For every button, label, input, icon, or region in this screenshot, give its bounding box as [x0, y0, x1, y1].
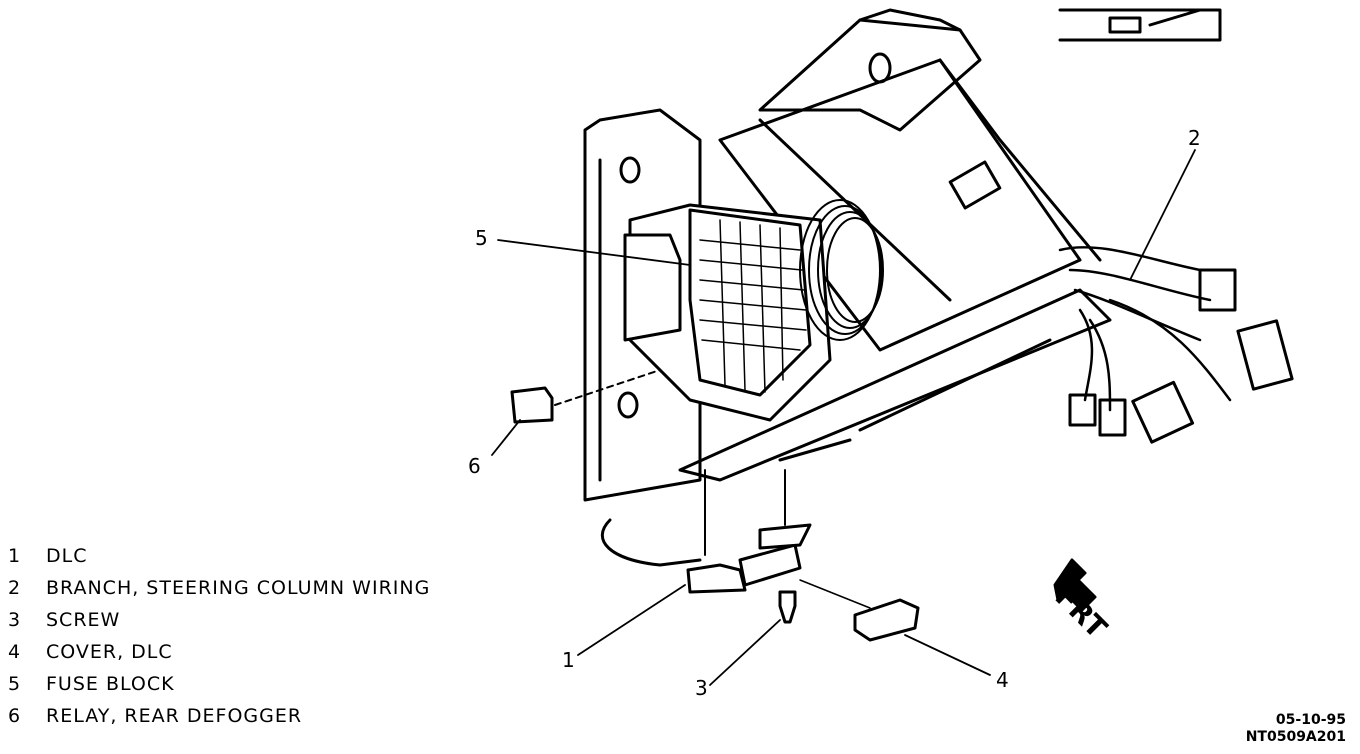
connector-e — [1198, 268, 1237, 312]
leader-1 — [577, 584, 686, 656]
legend-label: SCREW — [46, 609, 121, 631]
callout-5: 5 — [475, 226, 488, 250]
figure-stamp: 05-10-95 NT0509A201 — [1246, 712, 1346, 746]
legend-item: 1 DLC — [8, 540, 430, 572]
connector-c — [1068, 393, 1097, 427]
relay-rear-defogger — [510, 386, 554, 424]
legend-item: 5 FUSE BLOCK — [8, 668, 430, 700]
legend-number: 5 — [8, 673, 22, 695]
dlc-connector — [686, 563, 747, 594]
legend-item: 2 BRANCH, STEERING COLUMN WIRING — [8, 572, 430, 604]
legend-label: DLC — [46, 545, 88, 567]
leader-2 — [1129, 149, 1196, 281]
connector-b — [1131, 380, 1195, 444]
dlc-cable — [600, 518, 702, 567]
plate-hole-bottom — [617, 391, 639, 419]
legend-number: 1 — [8, 545, 22, 567]
upper-bracket-edge — [858, 8, 962, 32]
plate-hole-top — [619, 156, 641, 184]
parts-legend: 1 DLC 2 BRANCH, STEERING COLUMN WIRING 3… — [8, 540, 430, 732]
legend-item: 3 SCREW — [8, 604, 430, 636]
leader-6 — [491, 419, 521, 456]
dlc-cover — [853, 598, 920, 642]
stamp-date: 05-10-95 — [1275, 712, 1346, 728]
direction-arrow — [1053, 558, 1097, 612]
mounting-plate — [583, 108, 702, 502]
legend-item: 4 COVER, DLC — [8, 636, 430, 668]
callout-3: 3 — [695, 676, 708, 700]
dlc-latch — [738, 543, 802, 587]
callout-4: 4 — [996, 668, 1009, 692]
legend-label: RELAY, REAR DEFOGGER — [46, 705, 303, 727]
leader-3 — [709, 619, 781, 686]
harness-coil — [799, 199, 884, 341]
callout-2: 2 — [1188, 126, 1201, 150]
stamp-code: NT0509A201 — [1245, 729, 1346, 745]
connector-a — [1236, 319, 1294, 391]
top-slot — [1108, 16, 1142, 34]
legend-number: 2 — [8, 577, 22, 599]
legend-label: FUSE BLOCK — [46, 673, 175, 695]
leader-4 — [904, 634, 991, 676]
legend-number: 6 — [8, 705, 22, 727]
connector-d — [1098, 398, 1127, 437]
fuse-block-tab — [623, 233, 682, 342]
lower-bar — [678, 288, 1112, 482]
callout-1: 1 — [562, 648, 575, 672]
legend-number: 3 — [8, 609, 22, 631]
legend-item: 6 RELAY, REAR DEFOGGER — [8, 700, 430, 732]
top-right-panel — [1058, 8, 1222, 42]
legend-label: BRANCH, STEERING COLUMN WIRING — [46, 577, 431, 599]
screw — [778, 590, 797, 624]
beam-slot — [948, 160, 1002, 210]
legend-label: COVER, DLC — [46, 641, 173, 663]
leader-5 — [497, 239, 691, 266]
callout-6: 6 — [468, 454, 481, 478]
legend-number: 4 — [8, 641, 22, 663]
